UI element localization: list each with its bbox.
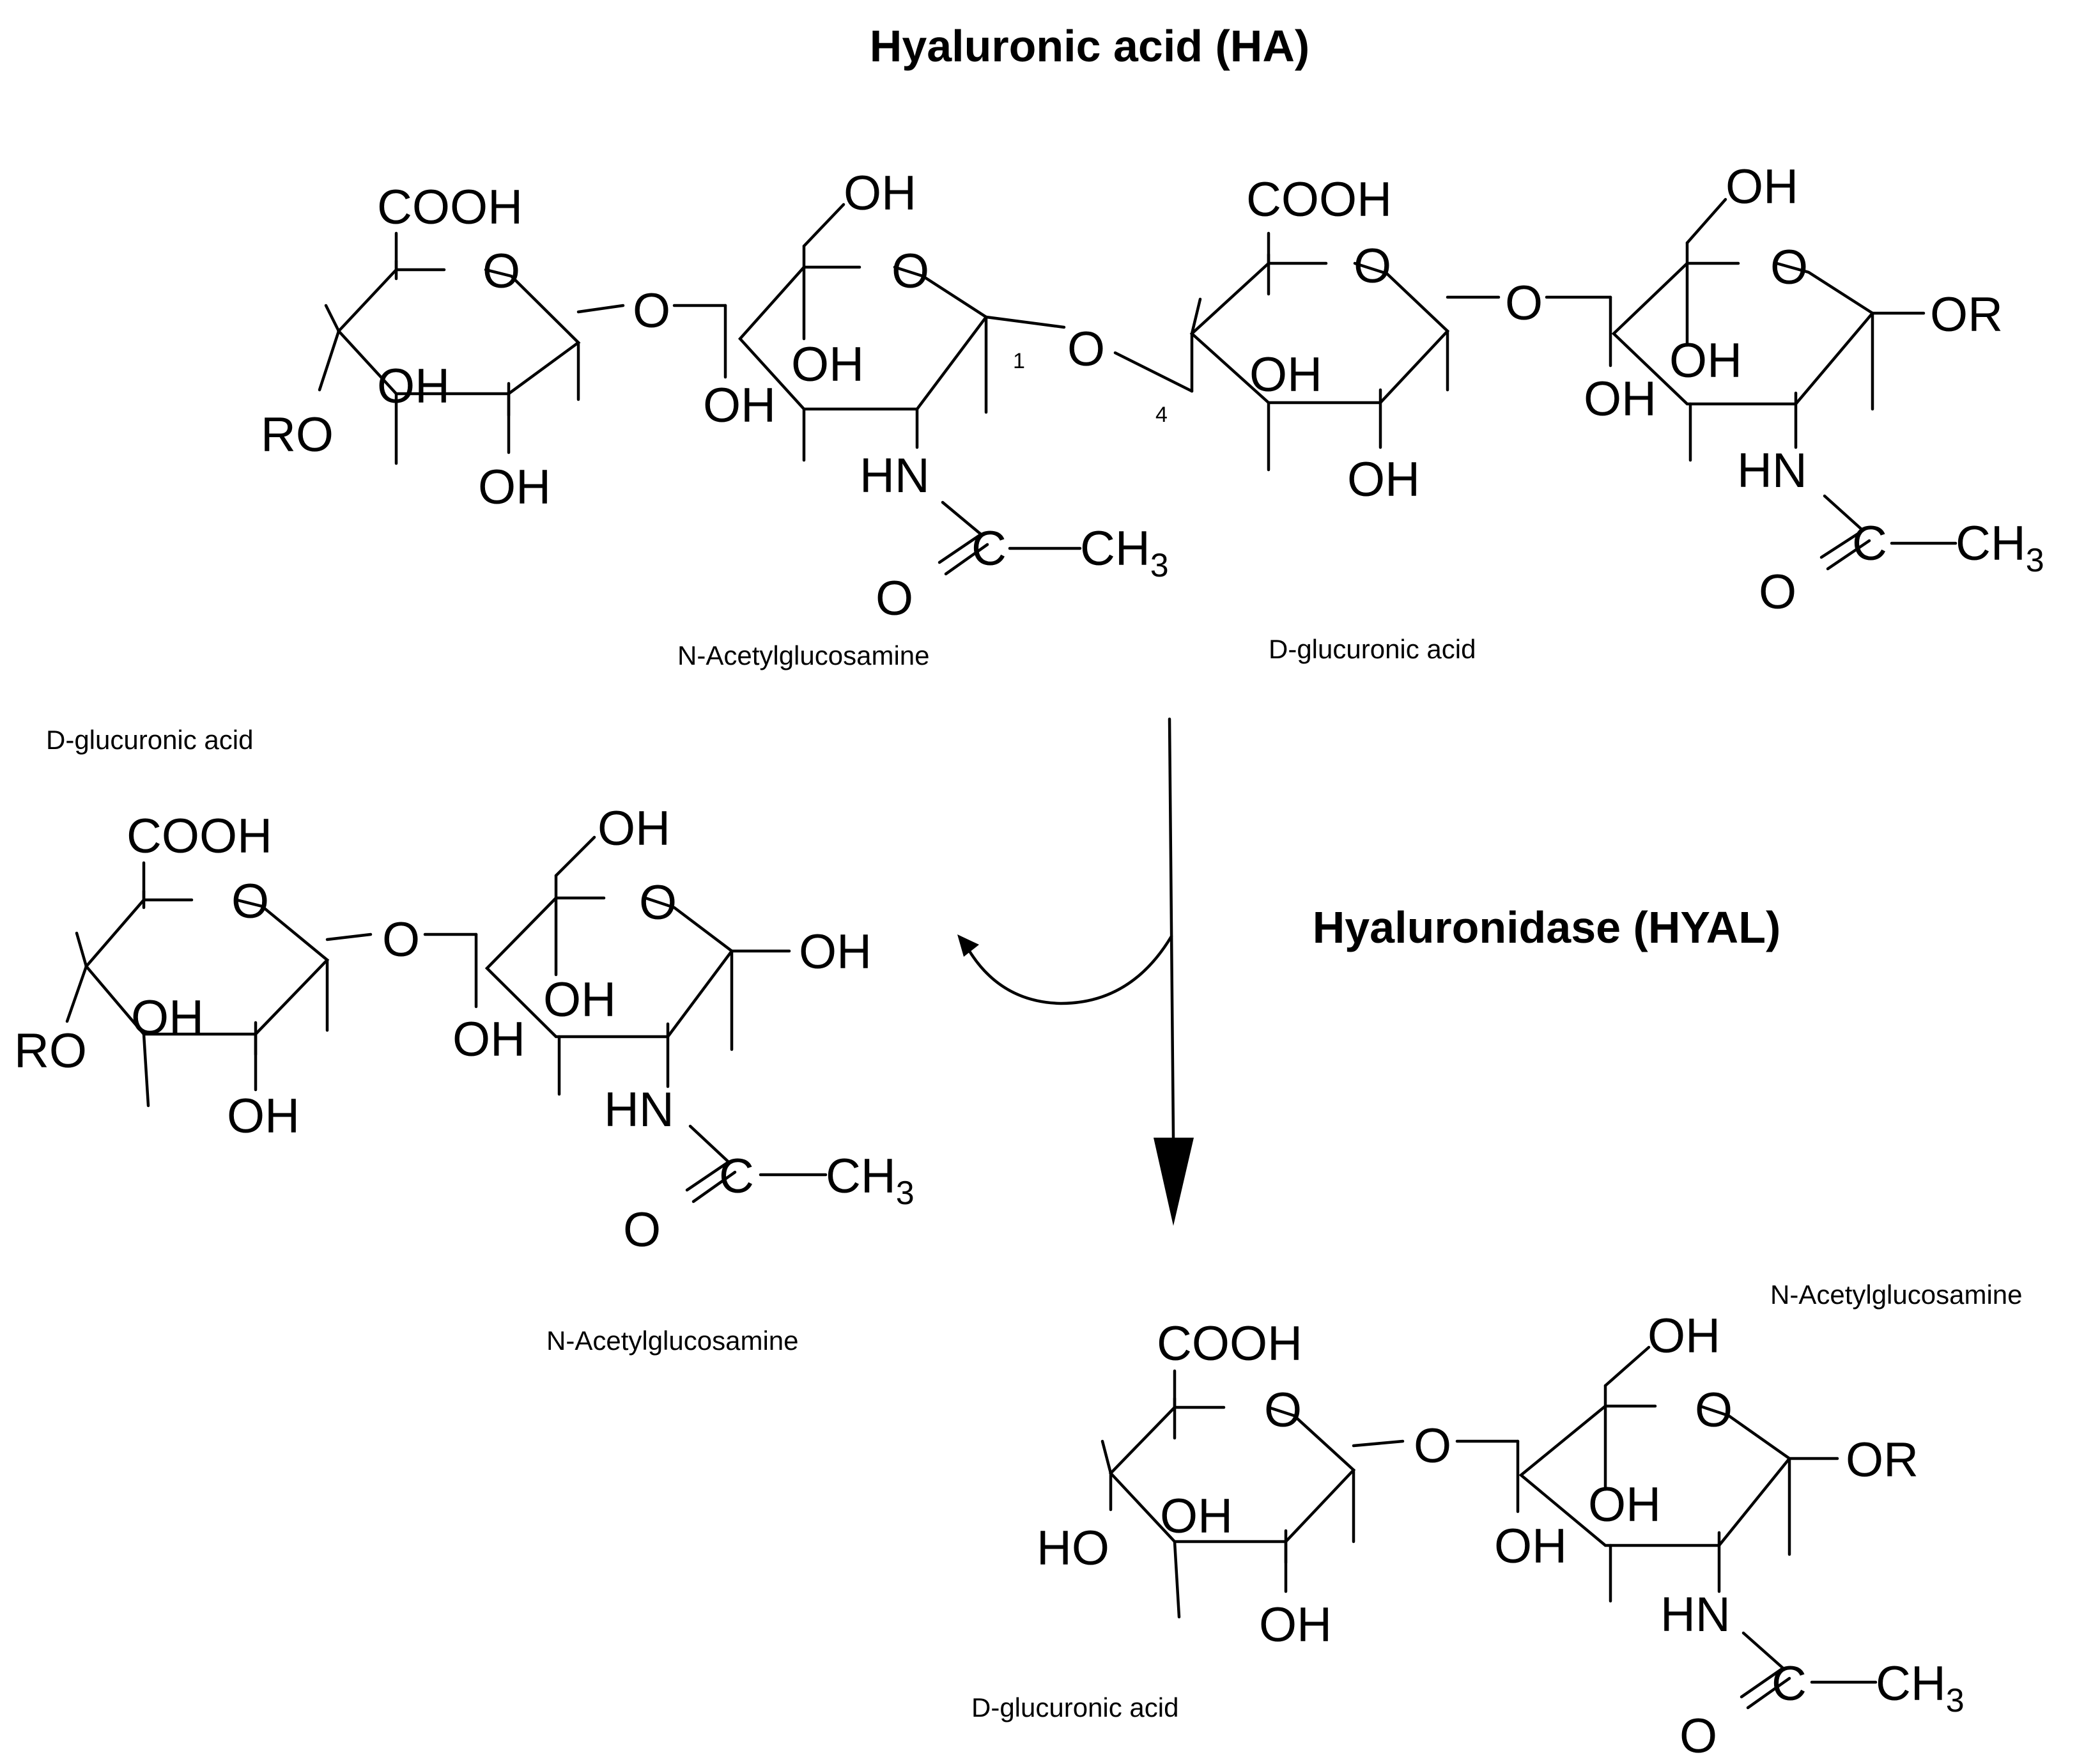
ring-oxygen: O: [483, 244, 520, 298]
reaction-arrow: [1154, 717, 1194, 1226]
glycosidic-oxygen: O: [633, 284, 670, 338]
side-product-arrow: [957, 934, 1173, 1005]
ch3-label: CH3: [1080, 522, 1169, 584]
carbonyl-oxygen: O: [876, 571, 913, 626]
caption-glca-top: D-glucuronic acid: [1269, 634, 1476, 664]
oh-label: OH: [799, 925, 872, 979]
oh-label: OH: [131, 991, 204, 1045]
cooh-label: COOH: [127, 809, 272, 863]
caption-glca-bottom: D-glucuronic acid: [971, 1692, 1178, 1722]
oh-label: OH: [227, 1089, 300, 1143]
oh-label: OH: [1249, 348, 1322, 402]
oh-label: OH: [1588, 1478, 1661, 1532]
carbonyl-oxygen: O: [1679, 1709, 1717, 1763]
enzyme-label: Hyaluronidase (HYAL): [1313, 902, 1781, 952]
glycosidic-oxygen: O: [1414, 1419, 1451, 1473]
c-label: C: [719, 1149, 754, 1203]
oh-label: OH: [1160, 1489, 1233, 1544]
oh-label: OH: [1648, 1309, 1720, 1363]
caption-glcnac-right: N-Acetylglucosamine: [1770, 1280, 2023, 1310]
hn-label: HN: [604, 1083, 674, 1137]
oh-label: OH: [1347, 453, 1420, 507]
oh-label: OH: [452, 1012, 525, 1067]
ring-oxygen: O: [231, 874, 269, 929]
ch3-label: CH3: [1956, 516, 2044, 579]
cooh-label: COOH: [1157, 1317, 1302, 1371]
hn-label: HN: [1660, 1588, 1731, 1642]
oh-label: OH: [1584, 372, 1656, 426]
oh-label: OH: [703, 378, 776, 433]
c-label: C: [1852, 516, 1887, 571]
main-title: Hyaluronic acid (HA): [870, 21, 1309, 71]
product-right-glucuronic-ring: COOH O OH HO OH: [1037, 1317, 1405, 1652]
cooh-label: COOH: [377, 180, 523, 235]
ha-glucuronic-ring-2: COOH O OH OH: [1189, 173, 1501, 507]
ring-oxygen: O: [892, 244, 929, 298]
ro-label: RO: [261, 408, 334, 462]
oh-label: OH: [598, 801, 670, 856]
oh-label: OH: [543, 973, 616, 1027]
product-left-glcnac-ring: OH O OH OH OH HN C CH3 O: [452, 801, 915, 1257]
carbonyl-oxygen: O: [1759, 565, 1796, 619]
hn-label: HN: [1737, 444, 1807, 498]
cooh-label: COOH: [1246, 173, 1392, 227]
ring-oxygen: O: [1264, 1383, 1302, 1437]
product-right-glcnac-ring: OH O OH OH OR HN C CH3 O: [1494, 1309, 1965, 1763]
ha-glucuronic-ring-1: COOH O OH RO OH: [261, 180, 625, 514]
product-left-glucuronic-ring: COOH O OH RO OH: [14, 809, 373, 1143]
ro-label: RO: [14, 1024, 87, 1078]
ha-glcnac-ring-2: OH O OH OH OR HN C CH3 O: [1584, 160, 2044, 619]
ho-label: HO: [1037, 1521, 1109, 1575]
ha-glcnac-ring-1: OH O OH OH HN C CH3 O: [703, 166, 1169, 626]
ch3-label: CH3: [1876, 1657, 1965, 1719]
glycosidic-oxygen: O: [1505, 276, 1543, 330]
oh-label: OH: [1259, 1598, 1332, 1652]
hn-label: HN: [860, 449, 930, 503]
c-label: C: [1772, 1657, 1807, 1711]
carbonyl-oxygen: O: [623, 1203, 661, 1257]
ch3-label: CH3: [826, 1149, 915, 1212]
caption-glcnac-left: N-Acetylglucosamine: [546, 1326, 799, 1356]
glycosidic-oxygen-1-4: O: [1067, 322, 1105, 376]
position-4-label: 4: [1155, 403, 1168, 427]
oh-label: OH: [844, 166, 916, 220]
oh-label: OH: [377, 359, 450, 414]
ring-oxygen: O: [1354, 239, 1391, 293]
oh-label: OH: [1669, 334, 1742, 388]
caption-glcnac-top: N-Acetylglucosamine: [677, 640, 930, 670]
ring-oxygen: O: [639, 876, 677, 930]
oh-label: OH: [1726, 160, 1798, 214]
ring-oxygen: O: [1770, 240, 1808, 295]
oh-label: OH: [1494, 1519, 1567, 1574]
glycosidic-oxygen: O: [382, 913, 420, 967]
caption-glca-left: D-glucuronic acid: [46, 725, 253, 755]
ring-oxygen: O: [1695, 1383, 1733, 1437]
position-1-label: 1: [1013, 349, 1025, 373]
c-label: C: [971, 522, 1007, 576]
or-label: OR: [1846, 1433, 1919, 1487]
or-label: OR: [1930, 288, 2003, 342]
oh-label: OH: [478, 460, 551, 514]
oh-label: OH: [791, 337, 864, 392]
